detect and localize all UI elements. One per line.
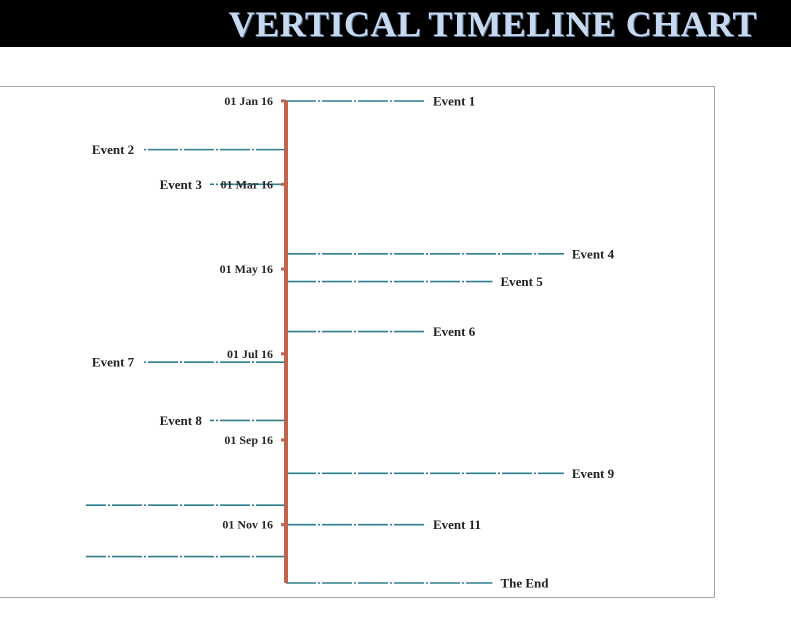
event-label: Event 7 xyxy=(92,355,135,370)
event-label: Event 8 xyxy=(160,413,203,428)
event-label: Event 1 xyxy=(433,94,475,109)
axis-tick-label: 01 Sep 16 xyxy=(224,433,273,447)
event-label: The End xyxy=(500,576,549,591)
title-bar: VERTICAL TIMELINE CHART xyxy=(0,0,791,47)
event-label: Event 11 xyxy=(433,517,481,532)
axis-tick-label: 01 Nov 16 xyxy=(222,518,273,532)
chart-title: VERTICAL TIMELINE CHART xyxy=(228,4,757,44)
event-label: Event 4 xyxy=(572,246,615,261)
axis-tick-label: 01 Mar 16 xyxy=(221,177,273,191)
axis-tick-label: 01 May 16 xyxy=(220,262,273,276)
axis-tick-label: 01 Jan 16 xyxy=(224,94,273,108)
chart-frame: Event 1 Event 2 Event 3 Event 4 Event 5 Event… xyxy=(0,86,715,598)
timeline-chart: Event 1 Event 2 Event 3 Event 4 Event 5 Event… xyxy=(85,94,615,591)
event-label: Event 2 xyxy=(92,142,134,157)
event-label: Event 3 xyxy=(160,177,203,192)
event-label: Event 6 xyxy=(433,324,476,339)
event-label: Event 9 xyxy=(572,466,615,481)
event-label: Event 5 xyxy=(500,274,543,289)
axis-tick-label: 01 Jul 16 xyxy=(227,347,273,361)
